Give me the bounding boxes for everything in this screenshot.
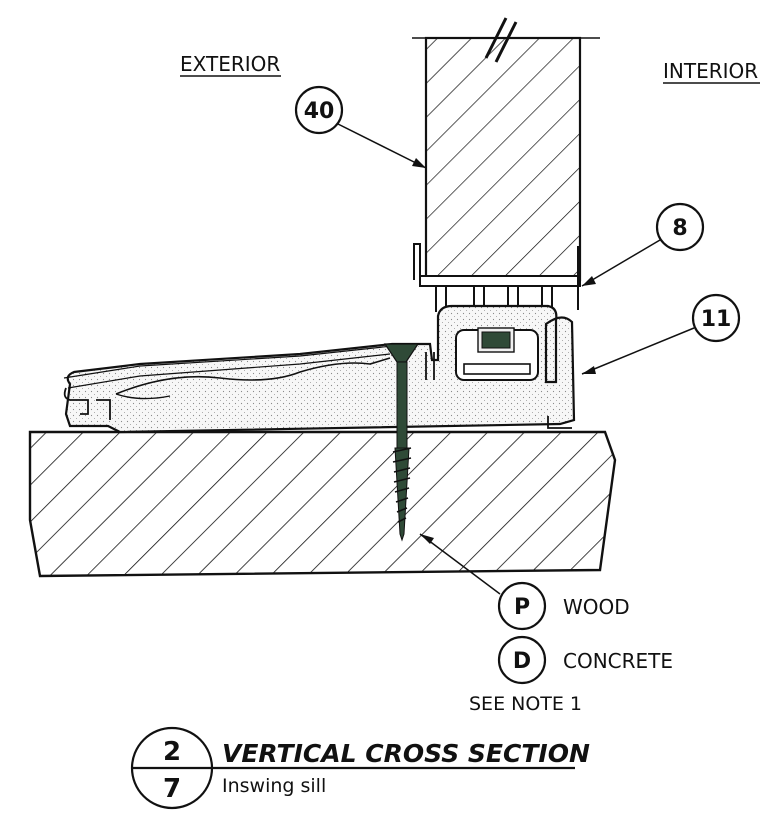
callout-8: 8 xyxy=(581,202,705,287)
fastener-leader-arrow xyxy=(420,534,434,544)
fastener-code-wood: P xyxy=(514,595,530,620)
callout-11-text: 11 xyxy=(701,307,732,332)
substrate xyxy=(28,430,617,578)
exterior-label: EXTERIOR xyxy=(180,52,280,76)
section-title: VERTICAL CROSS SECTION xyxy=(222,739,590,768)
callout-40-text: 40 xyxy=(304,99,335,124)
title-block: 2 7 VERTICAL CROSS SECTION Inswing sill xyxy=(130,726,590,810)
section-subtitle: Inswing sill xyxy=(222,775,326,797)
callout-11: 11 xyxy=(581,293,741,375)
callout-8-text: 8 xyxy=(672,216,687,241)
fastener-callout-concrete: D CONCRETE xyxy=(497,635,673,685)
fastener-text-wood: WOOD xyxy=(563,595,630,619)
detail-number: 2 xyxy=(163,737,181,767)
callout-40: 40 xyxy=(294,85,427,169)
see-note: SEE NOTE 1 xyxy=(469,693,582,715)
fastener-text-concrete: CONCRETE xyxy=(563,649,673,673)
fastener-callout-wood: P WOOD xyxy=(497,581,630,631)
fastener-screw xyxy=(383,343,420,542)
fastener-leader xyxy=(419,533,501,595)
fastener-code-concrete: D xyxy=(513,649,531,674)
door-panel xyxy=(412,17,600,282)
sheet-number: 7 xyxy=(163,774,181,804)
interior-label: INTERIOR xyxy=(663,59,758,83)
sill-extrusion xyxy=(63,304,576,434)
